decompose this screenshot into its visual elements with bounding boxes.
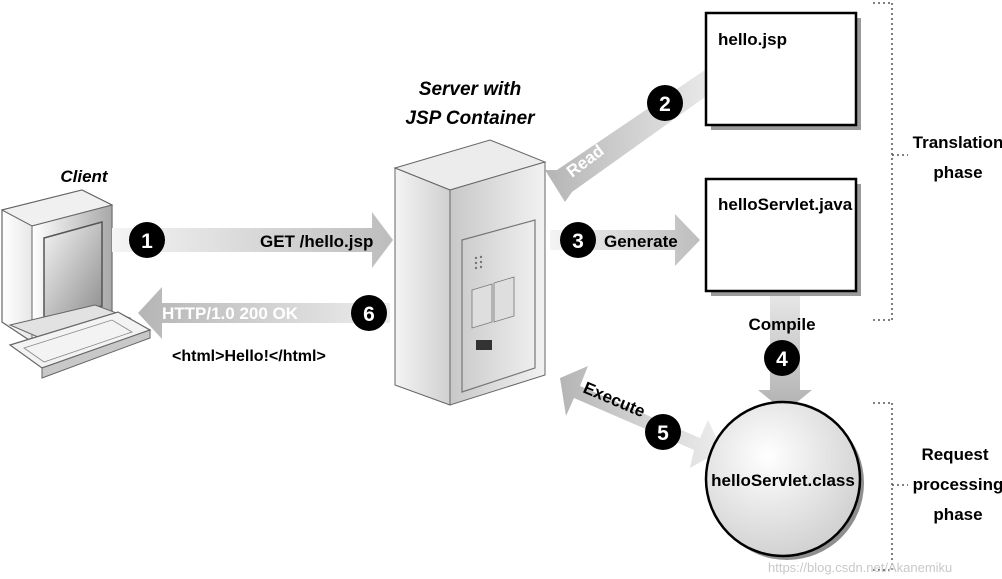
step-5-badge (645, 414, 681, 450)
step-1-number: 1 (141, 230, 153, 253)
step-2-number: 2 (659, 93, 671, 116)
request-phase-bracket (873, 402, 908, 571)
translation-phase-line2: phase (933, 163, 982, 182)
read-arrow (545, 60, 722, 202)
hello-jsp-box (704, 11, 861, 130)
hello-servlet-class-label: helloServlet.class (711, 471, 855, 490)
request-phase-line3: phase (933, 505, 982, 524)
jsp-server (393, 139, 547, 406)
hello-servlet-java-label: helloServlet.java (718, 195, 853, 214)
generate-arrow (550, 214, 700, 266)
step-3-badge (560, 222, 596, 258)
compile-label: Compile (748, 315, 815, 334)
client-label: Client (60, 167, 109, 186)
request-phase-line1: Request (921, 445, 988, 464)
hello-jsp-label: hello.jsp (718, 30, 787, 49)
generate-label: Generate (604, 232, 678, 251)
request-phase-line2: processing (913, 475, 1002, 494)
step-5-number: 5 (657, 422, 669, 445)
hello-servlet-class-circle (704, 400, 864, 560)
step-4-number: 4 (776, 348, 788, 371)
http-response-label: HTTP/1.0 200 OK (162, 304, 299, 323)
translation-phase-bracket (873, 2, 908, 321)
server-label-line1: Server with (419, 79, 521, 100)
translation-phase-line1: Translation (913, 133, 1002, 152)
step-4-badge (764, 340, 800, 376)
client-computer (0, 189, 152, 379)
get-request-arrow (112, 212, 393, 268)
watermark: https://blog.csdn.net/Akanemiku (768, 560, 952, 575)
http-response-arrow (138, 287, 390, 339)
step-1-badge (129, 222, 165, 258)
html-body-label: <html>Hello!</html> (172, 348, 326, 365)
step-6-badge (351, 295, 387, 331)
step-3-number: 3 (572, 230, 584, 253)
step-6-number: 6 (363, 303, 375, 326)
server-label-line2: JSP Container (405, 108, 536, 129)
get-request-label: GET /hello.jsp (260, 232, 373, 251)
step-2-badge (647, 85, 683, 121)
execute-arrow (560, 366, 722, 468)
hello-servlet-java-box (704, 177, 861, 296)
